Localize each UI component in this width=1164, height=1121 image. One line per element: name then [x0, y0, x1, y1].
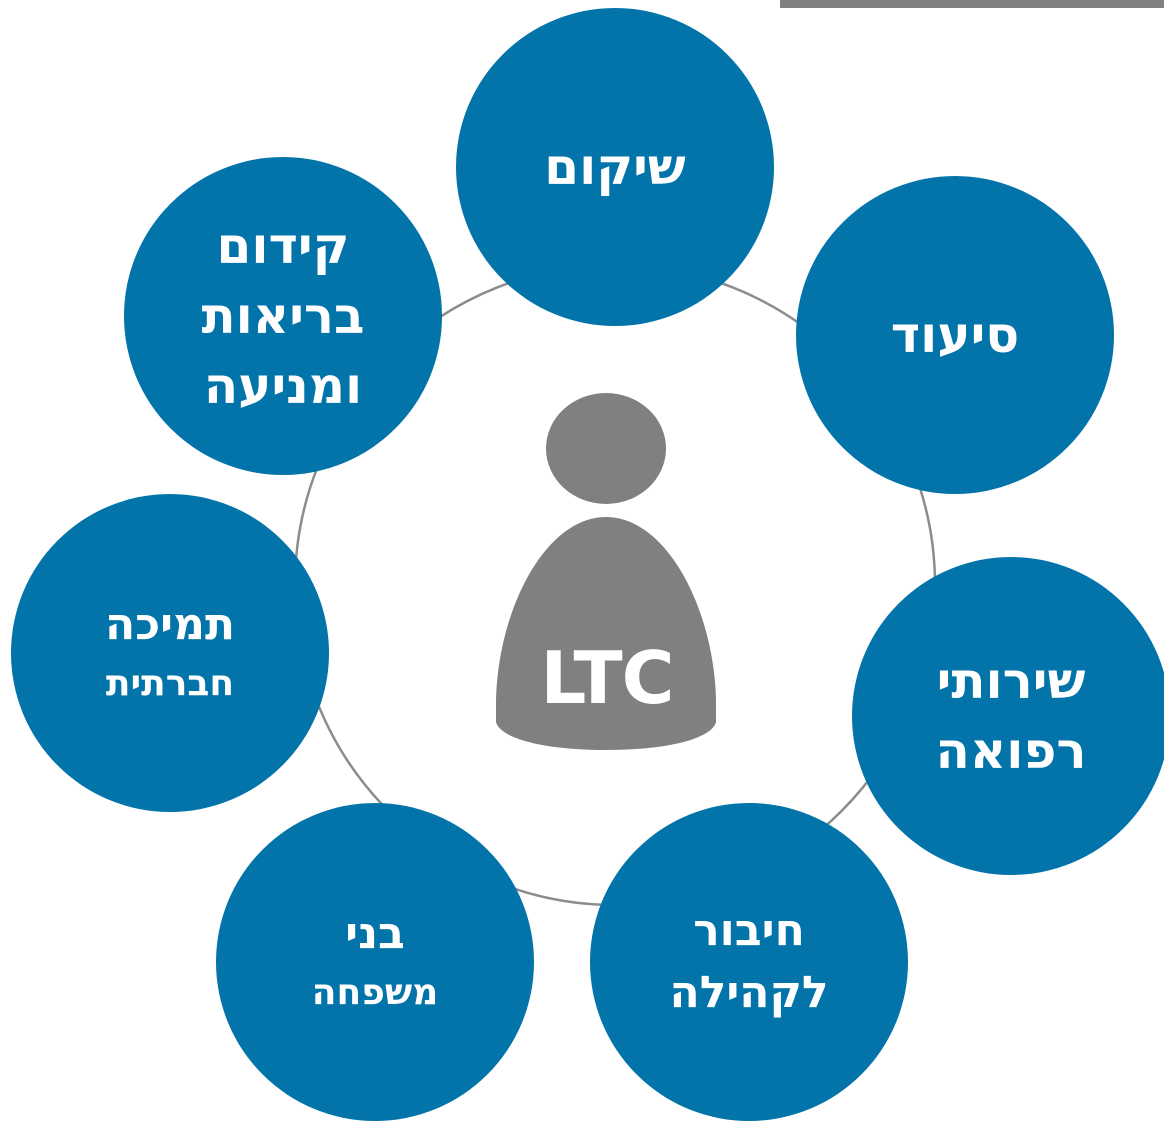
node-label-line: תמיכה — [105, 599, 236, 650]
node-label-line: קידום — [216, 217, 350, 275]
node-community-connection: חיבור לקהילה — [590, 803, 908, 1121]
top-right-bar — [780, 0, 1164, 8]
node-label-line: חברתית — [105, 663, 235, 704]
node-label-line: לקהילה — [669, 967, 829, 1018]
node-label-line: רפואה — [935, 722, 1087, 780]
node-label-line: שירותי — [936, 652, 1086, 710]
node-label-line: משפחה — [311, 972, 439, 1013]
node-rehabilitation: שיקום — [456, 8, 774, 326]
node-nursing: סיעוד — [796, 176, 1114, 494]
node-medical-services: שירותי רפואה — [852, 557, 1164, 875]
node-label-line: ומניעה — [203, 357, 363, 415]
person-head-icon — [546, 393, 666, 504]
node-label-line: בריאות — [201, 287, 365, 345]
node-label-line: שיקום — [544, 138, 686, 196]
node-social-support: תמיכה חברתית — [11, 494, 329, 812]
node-label-line: בני — [345, 908, 405, 959]
node-label-line: חיבור — [693, 905, 805, 956]
node-label-line: סיעוד — [890, 306, 1020, 364]
center-label: LTC — [540, 636, 675, 720]
node-family-members: בני משפחה — [216, 803, 534, 1121]
node-health-promotion: קידום בריאות ומניעה — [124, 157, 442, 475]
